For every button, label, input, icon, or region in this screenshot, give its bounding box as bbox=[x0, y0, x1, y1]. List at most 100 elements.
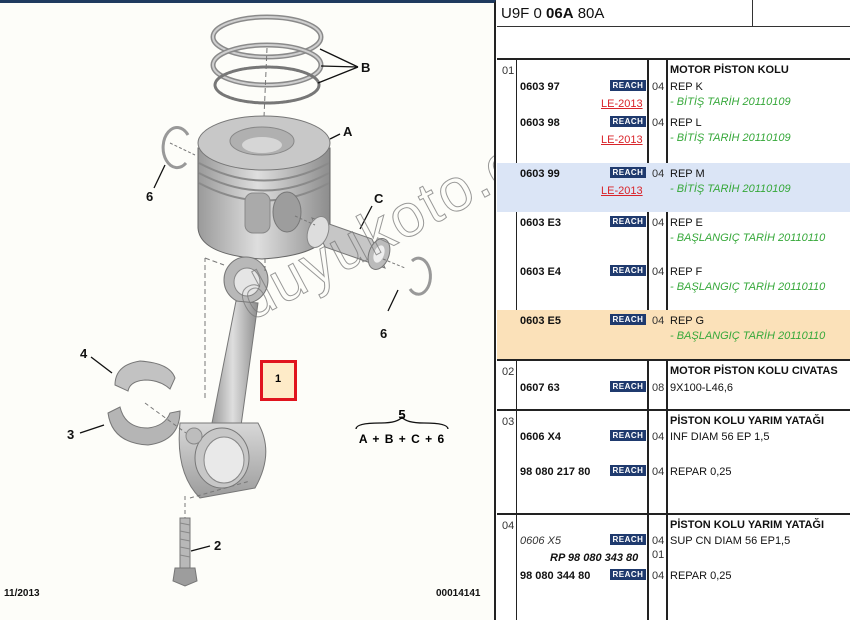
quantity: 04 bbox=[652, 535, 665, 547]
parts-group-01: 01 MOTOR PİSTON KOLU 0603 97 REACH LE-20… bbox=[497, 60, 850, 361]
connecting-rod-bolt bbox=[172, 517, 198, 587]
table-row[interactable]: 0607 63 REACH 08 9X100-L46,6 bbox=[497, 377, 850, 407]
reach-badge: REACH bbox=[610, 314, 646, 325]
group-number: 04 bbox=[502, 520, 515, 532]
quantity: 04 bbox=[652, 466, 665, 478]
part-description: REPAR 0,25 bbox=[670, 466, 732, 478]
part-description: REP K bbox=[670, 81, 703, 93]
part-number[interactable]: 0603 99 bbox=[520, 168, 560, 180]
assembly-group-number[interactable]: 5 bbox=[398, 407, 406, 422]
part-number[interactable]: 98 080 217 80 bbox=[520, 466, 591, 478]
table-row-highlighted[interactable]: 0603 E5 REACH 04 REP G - BAŞLANGIÇ TARİH… bbox=[497, 310, 850, 359]
callout-a[interactable]: A bbox=[343, 124, 353, 139]
reach-badge: REACH bbox=[610, 381, 646, 392]
le-link[interactable]: LE-2013 bbox=[601, 98, 643, 110]
part-number[interactable]: 0603 E5 bbox=[520, 315, 561, 327]
quantity: 04 bbox=[652, 315, 665, 327]
reference-code: U9F 0 06A 80A bbox=[501, 5, 605, 22]
part-number[interactable]: 0607 63 bbox=[520, 382, 560, 394]
selected-part-hotspot-1[interactable]: 1 bbox=[260, 360, 297, 401]
part-note: - BAŞLANGIÇ TARİH 20110110 bbox=[670, 330, 826, 342]
quantity: 04 bbox=[652, 570, 665, 582]
group-title: MOTOR PİSTON KOLU bbox=[670, 64, 789, 76]
piston bbox=[197, 115, 331, 260]
part-description: SUP CN DIAM 56 EP1,5 bbox=[670, 535, 791, 547]
parts-list-panel: U9F 0 06A 80A 01 MOTOR PİSTON KOLU 0603 … bbox=[497, 0, 850, 620]
quantity: 04 bbox=[652, 431, 665, 443]
quantity: 04 bbox=[652, 266, 665, 278]
callout-3[interactable]: 3 bbox=[67, 427, 75, 442]
exploded-parts-diagram: B A 6 C 6 4 3 2 1 5 A + B + C + 6 duyuko… bbox=[0, 0, 496, 620]
table-row[interactable]: 0606 X4 REACH 04 INF DIAM 56 EP 1,5 bbox=[497, 426, 850, 456]
reach-badge: REACH bbox=[610, 116, 646, 127]
assembly-group-formula: A + B + C + 6 bbox=[358, 432, 446, 446]
callout-b[interactable]: B bbox=[361, 60, 371, 75]
table-row[interactable]: 0606 X5 REACH 04 SUP CN DIAM 56 EP1,5 bbox=[497, 530, 850, 550]
reach-badge: REACH bbox=[610, 430, 646, 441]
connecting-rod bbox=[178, 256, 269, 499]
callout-4[interactable]: 4 bbox=[80, 346, 88, 361]
reach-badge: REACH bbox=[610, 569, 646, 580]
parts-group-03: 03 PİSTON KOLU YARIM YATAĞI 0606 X4 REAC… bbox=[497, 411, 850, 515]
reach-badge: REACH bbox=[610, 167, 646, 178]
callout-c[interactable]: C bbox=[374, 191, 384, 206]
part-description: REP M bbox=[670, 168, 705, 180]
table-row[interactable]: 0603 E3 REACH 04 REP E - BAŞLANGIÇ TARİH… bbox=[497, 212, 850, 261]
part-description: REP L bbox=[670, 117, 702, 129]
reach-badge: REACH bbox=[610, 265, 646, 276]
reach-badge: REACH bbox=[610, 80, 646, 91]
le-link[interactable]: LE-2013 bbox=[601, 134, 643, 146]
group-title: PİSTON KOLU YARIM YATAĞI bbox=[670, 519, 825, 531]
table-row-highlighted[interactable]: 0603 99 REACH LE-2013 04 REP M - BİTİŞ T… bbox=[497, 163, 850, 212]
callout-2[interactable]: 2 bbox=[214, 538, 222, 553]
table-row[interactable]: 0603 98 REACH LE-2013 04 REP L - BİTİŞ T… bbox=[497, 112, 850, 161]
group-number: 02 bbox=[502, 366, 515, 378]
reach-badge: REACH bbox=[610, 534, 646, 545]
replacement-part-number[interactable]: RP 98 080 343 80 bbox=[550, 552, 639, 564]
part-number[interactable]: 0606 X5 bbox=[520, 535, 561, 547]
table-row-replacement[interactable]: RP 98 080 343 80 01 bbox=[497, 549, 850, 567]
reach-badge: REACH bbox=[610, 216, 646, 227]
part-number[interactable]: 0603 E4 bbox=[520, 266, 561, 278]
part-number[interactable]: 0603 98 bbox=[520, 117, 560, 129]
le-link[interactable]: LE-2013 bbox=[601, 185, 643, 197]
parts-group-04: 04 PİSTON KOLU YARIM YATAĞI 0606 X5 REAC… bbox=[497, 515, 850, 620]
part-number[interactable]: 0606 X4 bbox=[520, 431, 561, 443]
group-title: PİSTON KOLU YARIM YATAĞI bbox=[670, 415, 825, 427]
bearing-shells bbox=[107, 360, 181, 446]
quantity: 04 bbox=[652, 81, 665, 93]
quantity: 08 bbox=[652, 382, 665, 394]
assembly-group-label: 5 A + B + C + 6 bbox=[352, 407, 452, 446]
part-description: REP F bbox=[670, 266, 703, 278]
quantity: 04 bbox=[652, 117, 665, 129]
part-description: INF DIAM 56 EP 1,5 bbox=[670, 431, 770, 443]
piston-pin bbox=[306, 216, 391, 270]
parts-group-02: 02 MOTOR PİSTON KOLU CIVATAS 0607 63 REA… bbox=[497, 361, 850, 411]
part-description: REP E bbox=[670, 217, 703, 229]
group-number: 01 bbox=[502, 65, 515, 77]
part-number[interactable]: 0603 97 bbox=[520, 81, 560, 93]
reach-badge: REACH bbox=[610, 465, 646, 476]
part-number[interactable]: 98 080 344 80 bbox=[520, 570, 591, 582]
part-number[interactable]: 0603 E3 bbox=[520, 217, 561, 229]
reference-subheader bbox=[497, 27, 850, 60]
part-description: REP G bbox=[670, 315, 705, 327]
table-row[interactable]: 0603 97 REACH LE-2013 04 REP K - BİTİŞ T… bbox=[497, 76, 850, 125]
part-note: - BİTİŞ TARİH 20110109 bbox=[670, 183, 791, 195]
group-title: MOTOR PİSTON KOLU CIVATAS bbox=[670, 365, 838, 377]
quantity: 04 bbox=[652, 217, 665, 229]
table-row[interactable]: 0603 E4 REACH 04 REP F - BAŞLANGIÇ TARİH… bbox=[497, 261, 850, 310]
callout-6-left[interactable]: 6 bbox=[146, 189, 154, 204]
table-row[interactable]: 98 080 344 80 REACH 04 REPAR 0,25 bbox=[497, 567, 850, 587]
table-row[interactable]: 98 080 217 80 REACH 04 REPAR 0,25 bbox=[497, 461, 850, 491]
group-number: 03 bbox=[502, 416, 515, 428]
quantity: 04 bbox=[652, 168, 665, 180]
diagram-date: 11/2013 bbox=[4, 588, 40, 599]
piston-assembly-illustration bbox=[79, 14, 449, 587]
callout-6-right[interactable]: 6 bbox=[380, 326, 388, 341]
quantity: 01 bbox=[652, 549, 665, 561]
part-note: - BAŞLANGIÇ TARİH 20110110 bbox=[670, 232, 826, 244]
header-divider bbox=[752, 0, 753, 27]
part-note: - BAŞLANGIÇ TARİH 20110110 bbox=[670, 281, 826, 293]
callout-1: 1 bbox=[275, 373, 282, 385]
